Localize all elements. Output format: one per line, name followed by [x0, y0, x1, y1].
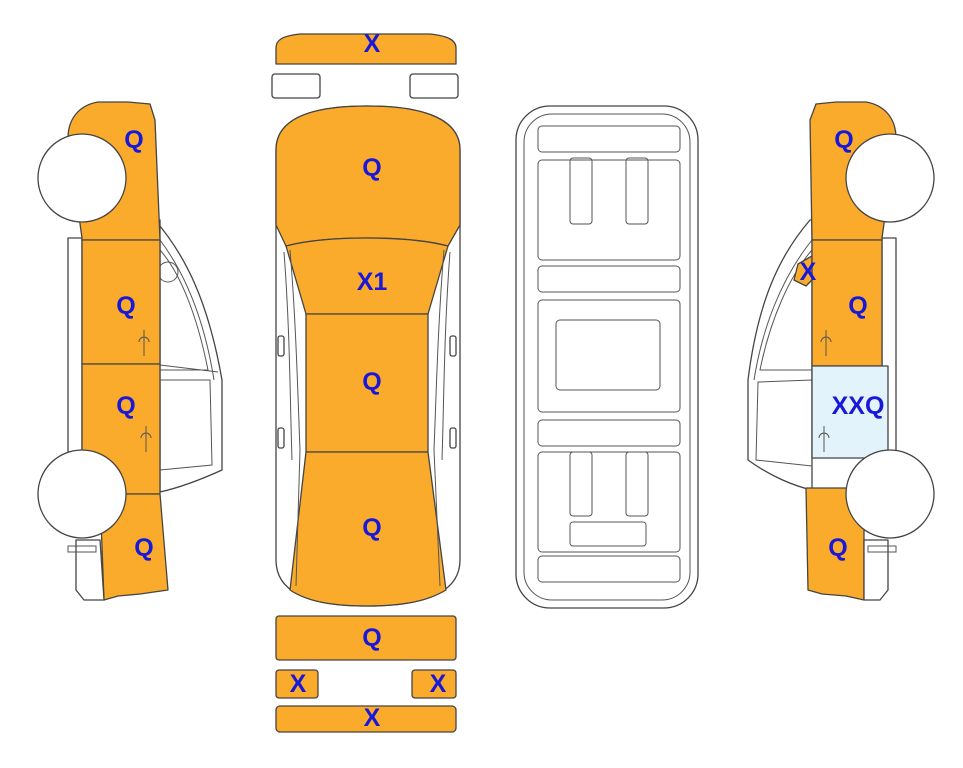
right-headlight[interactable] — [409, 73, 459, 99]
label-left-front-door: Q — [116, 292, 135, 320]
label-right-rear-door: XXQ — [832, 392, 885, 420]
left-side-view — [37, 101, 223, 601]
label-trunk: Q — [362, 514, 381, 542]
label-right-tail-light: X — [430, 670, 447, 698]
left-headlight[interactable] — [271, 73, 321, 99]
label-hood: Q — [362, 154, 381, 182]
label-roof: Q — [362, 368, 381, 396]
label-front-bumper: X — [364, 30, 381, 58]
label-right-rear-quarter: Q — [828, 534, 847, 562]
label-rear-panel: Q — [362, 624, 381, 652]
label-windshield: X1 — [357, 268, 388, 296]
rear-bumper[interactable] — [275, 705, 457, 733]
left-front-door[interactable] — [81, 239, 161, 365]
right-rear-door[interactable] — [811, 365, 889, 459]
label-right-mirror: X — [800, 258, 817, 286]
right-tail-light[interactable] — [411, 669, 457, 699]
damage-labels: Q Q Q Q X Q X1 Q Q Q X X X Q X Q XXQ Q — [116, 30, 884, 732]
label-left-front-fender: Q — [124, 126, 143, 154]
left-front-wheel — [37, 133, 127, 223]
label-right-front-door: Q — [848, 292, 867, 320]
trunk[interactable] — [289, 451, 447, 607]
left-tail-light[interactable] — [275, 669, 319, 699]
front-bumper[interactable] — [275, 33, 457, 65]
label-left-tail-light: X — [290, 670, 307, 698]
left-rear-wheel — [37, 449, 127, 539]
label-right-front-fender: Q — [834, 126, 853, 154]
underbody-view — [515, 105, 699, 609]
right-front-wheel — [845, 133, 935, 223]
label-left-rear-door: Q — [116, 392, 135, 420]
right-rear-wheel — [845, 449, 935, 539]
label-left-rear-quarter: Q — [134, 534, 153, 562]
right-side-view — [747, 101, 935, 601]
right-front-door[interactable] — [811, 239, 883, 367]
windshield[interactable] — [285, 237, 449, 315]
top-view — [271, 33, 461, 733]
label-rear-bumper: X — [364, 704, 381, 732]
rear-panel[interactable] — [275, 615, 457, 661]
